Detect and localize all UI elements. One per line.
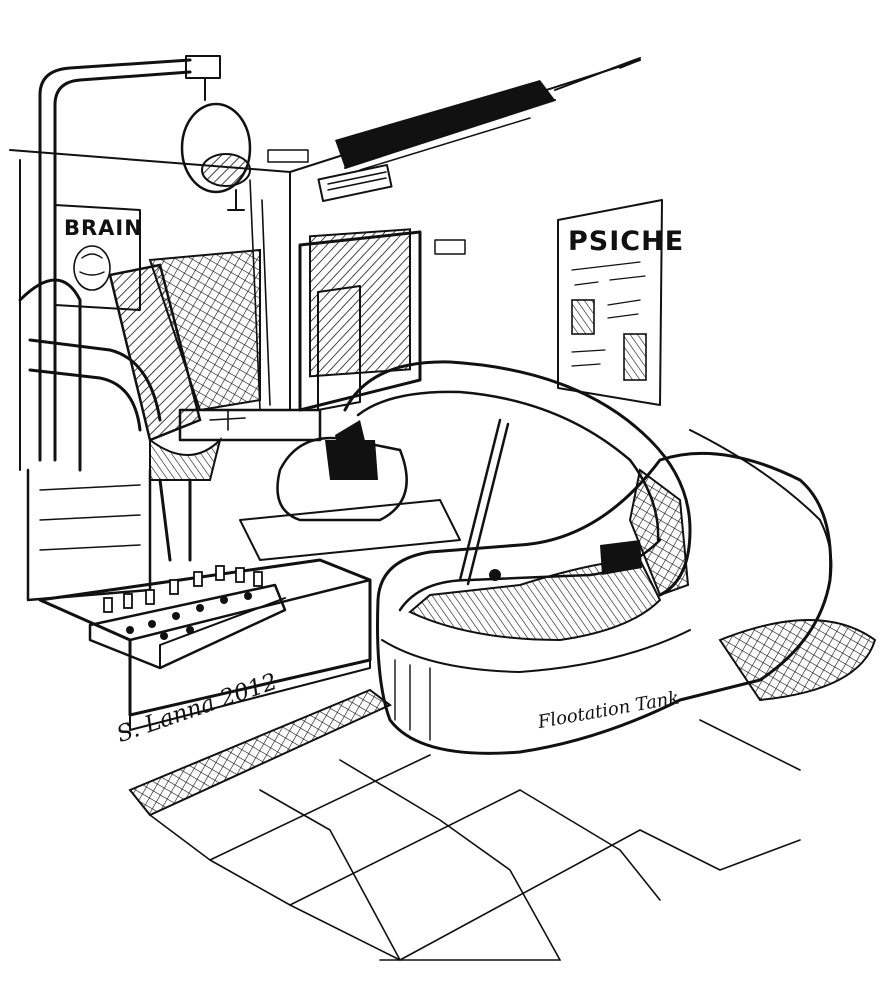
control-console <box>38 558 372 731</box>
psiche-poster <box>557 199 663 406</box>
treatment-chair <box>18 248 322 602</box>
psiche-poster-title: PSICHE <box>568 226 685 257</box>
floor-tiles <box>128 688 801 961</box>
doorway <box>298 228 422 412</box>
flotation-tank <box>335 360 877 755</box>
console-knobs <box>103 565 263 640</box>
ceiling-lamp <box>335 57 641 171</box>
brain-poster-title: BRAIN <box>64 216 143 240</box>
surgical-arm <box>38 55 271 462</box>
wall-vent <box>267 149 466 255</box>
